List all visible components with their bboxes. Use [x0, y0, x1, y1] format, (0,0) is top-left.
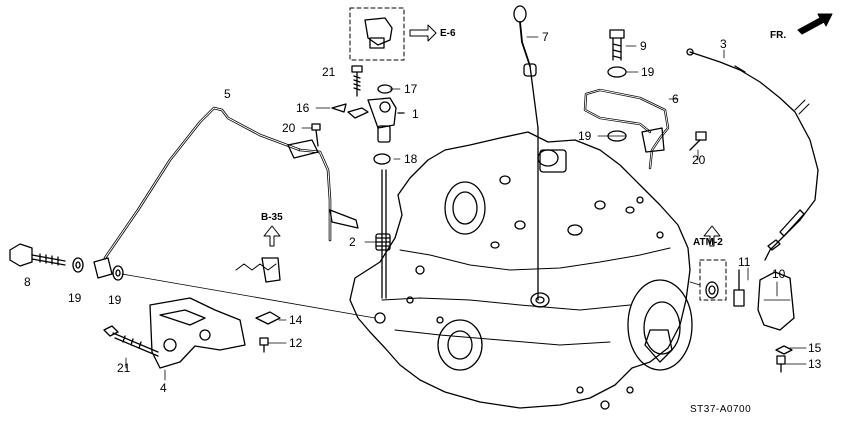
bolt-part-21-top [351, 65, 363, 97]
callout-21-top: 21 [322, 65, 336, 79]
callout-14: 14 [289, 313, 303, 327]
callout-9: 9 [640, 39, 647, 53]
front-label: FR. [770, 30, 787, 41]
callout-2: 2 [349, 235, 356, 249]
reference-b35: B-35 [261, 212, 283, 223]
callout-6: 6 [672, 92, 679, 106]
banjo-bolt-part-9 [609, 29, 625, 61]
callout-11: 11 [738, 255, 751, 269]
bolt-part-21-bottom [103, 325, 159, 357]
washer-part-19-top [607, 66, 627, 78]
callout-7: 7 [542, 30, 549, 44]
callout-19-left-b: 19 [108, 293, 122, 307]
callout-19-top: 19 [641, 65, 655, 79]
bolt-part-20-right [689, 131, 707, 151]
bolt-part-20-left [311, 123, 321, 147]
callout-20-left: 20 [282, 121, 296, 135]
bolt-part-12 [259, 337, 269, 353]
mount-bracket-part-4 [149, 297, 246, 369]
callout-10: 10 [772, 267, 786, 281]
callout-20-right: 20 [692, 153, 706, 167]
washer-hole [115, 269, 121, 277]
callout-4: 4 [160, 381, 167, 395]
atf-pipe-part-6 [583, 88, 670, 170]
diagram-code: ST37-A0700 [690, 404, 752, 415]
bolt-part-13 [776, 355, 786, 373]
front-arrow-icon [797, 13, 833, 35]
washer-hole [75, 261, 81, 269]
callout-15: 15 [808, 341, 822, 355]
atm2-inset [689, 225, 727, 301]
callout-13: 13 [808, 357, 822, 371]
connector-inset-e6 [349, 7, 437, 61]
speed-sensor-part-1 [347, 97, 405, 143]
control-cable-part-3 [686, 48, 819, 261]
callout-17: 17 [404, 82, 418, 96]
callout-12: 12 [289, 336, 303, 350]
o-ring-part-18 [373, 153, 391, 165]
callout-8: 8 [24, 275, 31, 289]
dipstick-part-7 [513, 5, 539, 301]
callout-19-left-a: 19 [68, 291, 82, 305]
callout-18: 18 [404, 152, 418, 166]
transmission-housing [349, 131, 693, 410]
callout-16: 16 [296, 101, 310, 115]
callout-3: 3 [720, 37, 727, 51]
pipe-fitting [93, 257, 113, 279]
driven-gear-part-2 [375, 169, 391, 299]
clip-part-15 [775, 345, 793, 355]
callout-1: 1 [412, 107, 419, 121]
cover-part-10 [757, 271, 795, 331]
leader-line [121, 273, 376, 319]
spring-bracket-part-14 [235, 257, 281, 325]
washer-part-19-left-b [112, 265, 124, 281]
clip-part-16 [331, 103, 347, 113]
reference-e6: E-6 [440, 28, 456, 39]
switch-part-11 [733, 269, 745, 307]
callout-5: 5 [224, 87, 231, 101]
arrow-up-b35 [263, 225, 281, 247]
washer-part-19-left-a [72, 257, 84, 273]
callout-leaders [125, 36, 807, 381]
callout-19-mid: 19 [578, 129, 592, 143]
reference-atm2: ATM-2 [693, 237, 723, 248]
callout-21-bottom: 21 [117, 361, 131, 375]
atf-pipe-part-5 [103, 106, 359, 260]
banjo-bolt-part-8 [9, 243, 66, 267]
